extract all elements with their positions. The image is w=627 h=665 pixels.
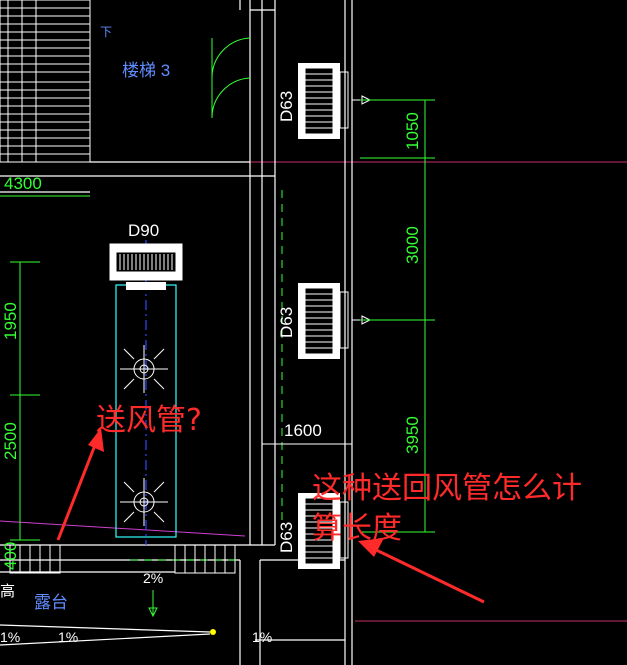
dimension-lines — [0, 99, 435, 541]
dim-horizontal: 1600 — [284, 421, 322, 440]
slope-1b-label: 1% — [58, 629, 78, 645]
note-line-2: 算长度 — [312, 511, 402, 546]
dim-left-1: 1950 — [1, 302, 20, 340]
dim-left-3: 400 — [1, 542, 20, 570]
balcony-label: 露台 — [34, 593, 68, 612]
door-swing — [211, 37, 251, 119]
dim-right-1: 1050 — [403, 112, 422, 150]
dim-right-2: 3000 — [403, 226, 422, 264]
dashed-lines — [130, 190, 283, 561]
dim-right-3: 3950 — [403, 416, 422, 454]
stair-block — [0, 0, 91, 163]
down-mark: 下 — [100, 25, 112, 39]
diffuser-lower — [120, 478, 168, 526]
edge-char: 高 — [0, 583, 15, 600]
annotation-arrow-right — [358, 538, 485, 604]
duct-main-label: D90 — [128, 221, 159, 240]
fan-unit-top — [298, 63, 372, 139]
slope-1a-label: 1% — [0, 629, 20, 645]
question-annotation: 送风管? — [96, 403, 202, 438]
note-line-1: 这种送回风管怎么计 — [312, 471, 582, 506]
stair-label: 楼梯 3 — [122, 61, 170, 80]
diffuser-upper — [120, 345, 168, 393]
fan-unit-bottom — [298, 493, 349, 569]
fan-unit-middle — [298, 283, 372, 359]
duct-top-label: D63 — [277, 91, 296, 122]
supply-duct-main — [109, 240, 183, 545]
slope-1c-label: 1% — [252, 629, 272, 645]
dim-left-2: 2500 — [1, 422, 20, 460]
slope-2-label: 2% — [143, 570, 163, 586]
balcony-railing — [9, 544, 236, 574]
duct-mid-label: D63 — [277, 307, 296, 338]
slope-arrows — [148, 590, 158, 618]
drain-point — [210, 629, 216, 635]
annotation-arrow-left — [56, 428, 104, 541]
dim-top-left: 4300 — [4, 174, 42, 193]
duct-bottom-label: D63 — [277, 522, 296, 553]
